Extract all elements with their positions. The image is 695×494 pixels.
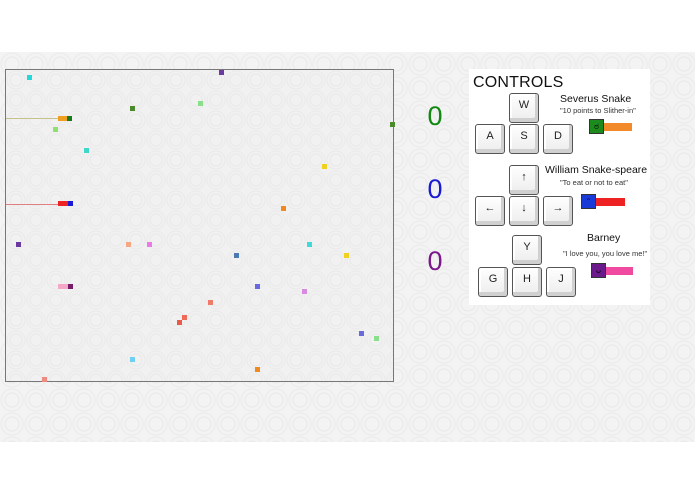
player2-snake-body (596, 198, 625, 206)
food-pellet (281, 206, 286, 211)
food-pellet (16, 242, 21, 247)
player1-quote: "10 points to Slither-in" (560, 106, 636, 115)
food-pellet (53, 127, 58, 132)
player1-name: Severus Snake (560, 93, 632, 105)
food-pellet (255, 367, 260, 372)
food-pellet (344, 253, 349, 258)
food-pellet (208, 300, 213, 305)
player2-snake-head-icon: ᵔ (581, 194, 596, 209)
key-right-player1: D (543, 124, 573, 154)
food-pellet (302, 289, 307, 294)
snake-green-head (67, 116, 72, 121)
food-pellet (255, 284, 260, 289)
snake-purple-head (68, 284, 73, 289)
snake-blue-body (58, 201, 68, 206)
food-pellet (182, 315, 187, 320)
key-up-player1: W (509, 93, 539, 123)
key-left-player1: A (475, 124, 505, 154)
key-up-player2: ↑ (509, 165, 539, 195)
key-right-player3: J (546, 267, 576, 297)
food-pellet (42, 377, 47, 382)
food-pellet (130, 357, 135, 362)
food-pellet (374, 336, 379, 341)
controls-title: CONTROLS (473, 74, 564, 91)
snake-blue-trail (6, 204, 58, 205)
score-severus-snake: 0 (427, 101, 443, 131)
food-pellet (198, 101, 203, 106)
key-left-player2: ← (475, 196, 505, 226)
food-pellet (27, 75, 32, 80)
food-pellet (322, 164, 327, 169)
player3-snake-body (606, 267, 633, 275)
food-pellet (177, 320, 182, 325)
food-pellet (307, 242, 312, 247)
food-pellet (147, 242, 152, 247)
key-down-player3: H (512, 267, 542, 297)
player1-snake-body (604, 123, 632, 131)
snake-green-body (58, 116, 67, 121)
key-down-player2: ↓ (509, 196, 539, 226)
key-down-player1: S (509, 124, 539, 154)
player1-snake-head-icon: ಠ (589, 119, 604, 134)
food-pellet (390, 122, 395, 127)
food-pellet (219, 70, 224, 75)
player3-quote: "I love you, you love me!" (563, 249, 648, 258)
game-board (5, 69, 395, 382)
food-pellet (126, 242, 131, 247)
score-william-snake-speare: 0 (427, 174, 443, 204)
player3-snake-head-icon: ᴗ (591, 263, 606, 278)
key-right-player2: → (543, 196, 573, 226)
controls-panel: CONTROLS W A S D Severus Snake "10 point… (469, 69, 650, 305)
food-pellet (84, 148, 89, 153)
snake-green-trail (6, 118, 58, 119)
score-barney: 0 (427, 246, 443, 276)
player2-name: William Snake-speare (545, 164, 648, 176)
food-pellet (359, 331, 364, 336)
snake-blue-head (68, 201, 73, 206)
key-left-player3: G (478, 267, 508, 297)
key-up-player3: Y (512, 235, 542, 265)
food-pellet (130, 106, 135, 111)
food-pellet (234, 253, 239, 258)
player2-quote: "To eat or not to eat" (560, 178, 628, 187)
player3-name: Barney (587, 232, 621, 244)
snake-purple-body (58, 284, 68, 289)
